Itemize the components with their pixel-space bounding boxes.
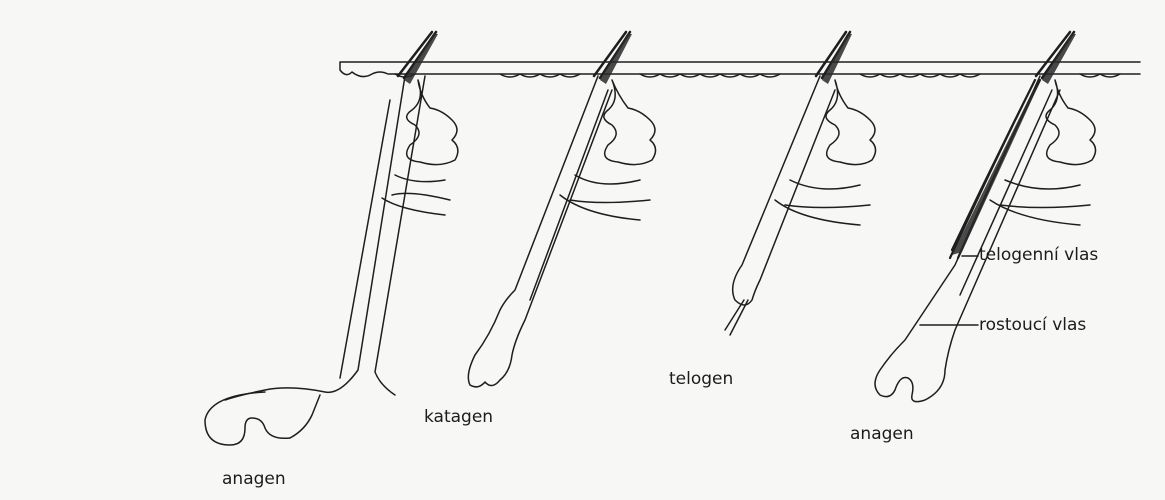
label-anagen-2: anagen	[850, 424, 914, 444]
follicle-anagen-1	[205, 32, 458, 445]
label-katagen: katagen	[424, 407, 493, 427]
label-telogen: telogen	[669, 369, 733, 389]
label-anagen-1: anagen	[222, 469, 286, 489]
follicle-katagen	[468, 32, 655, 387]
follicle-anagen-2	[875, 32, 1096, 402]
label-rostouci-vlas: rostoucí vlas	[979, 315, 1086, 335]
label-telogenni-vlas: telogenní vlas	[979, 245, 1098, 265]
